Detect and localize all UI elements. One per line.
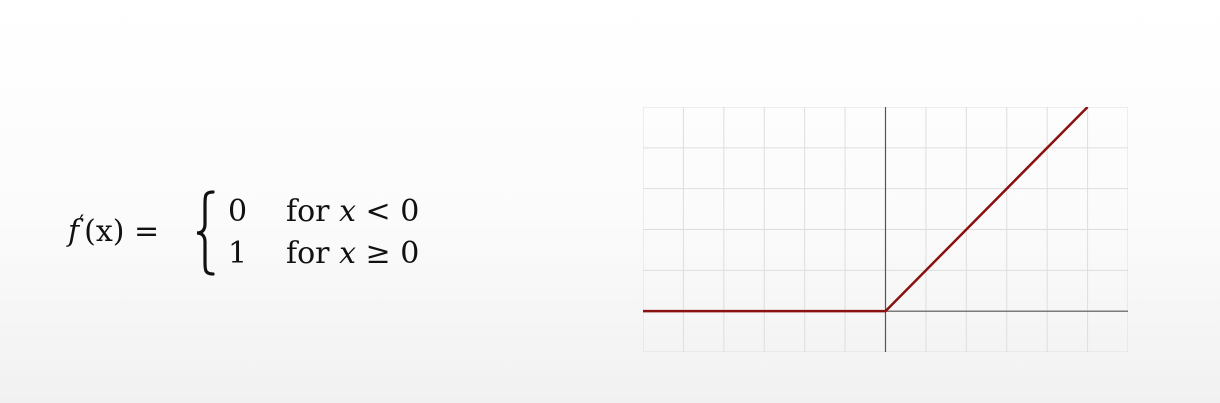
case-row-nonnegative: 1 for x ≥ 0 [228, 236, 419, 272]
graph-canvas [643, 107, 1128, 352]
bound: 0 [400, 194, 420, 229]
function-name: f [68, 214, 80, 249]
for-word: for [286, 236, 330, 271]
case-value: 1 [228, 236, 248, 271]
variable: x [339, 194, 356, 229]
equals-sign: = [133, 214, 160, 249]
case-condition: for x < 0 [286, 194, 419, 229]
left-brace-icon [196, 190, 215, 276]
relation: < [365, 194, 391, 229]
function-argument: (x) [84, 214, 125, 249]
case-value: 0 [228, 194, 248, 229]
relu-graph [643, 107, 1128, 352]
prime-mark: ′ [79, 212, 85, 237]
for-word: for [286, 194, 330, 229]
relu-series-line [643, 107, 1089, 313]
formula-lhs: f′(x) = [68, 212, 159, 255]
case-condition: for x ≥ 0 [286, 236, 419, 271]
bound: 0 [400, 236, 420, 271]
relation: ≥ [365, 236, 391, 271]
variable: x [339, 236, 356, 271]
